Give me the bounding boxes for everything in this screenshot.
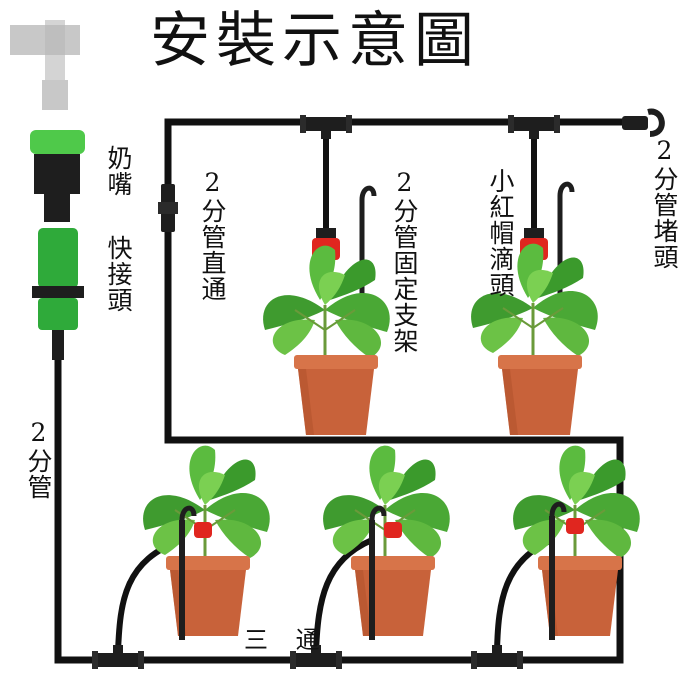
plant-pot-icon	[261, 242, 600, 435]
label-main-pipe: 2分管	[24, 418, 53, 500]
label-red-cap-dripper: 小紅帽滴頭	[486, 168, 515, 298]
end-plug-icon	[622, 108, 665, 137]
plant-pot-icon	[141, 444, 642, 636]
label-straight-connector: 2分管直通	[198, 168, 227, 302]
diagram-title: 安裝示意圖	[150, 6, 480, 76]
stake-icon	[179, 501, 584, 640]
quick-connector-icon	[30, 130, 85, 360]
label-end-plug: 2分管堵頭	[650, 136, 679, 270]
label-nipple: 奶嘴	[104, 145, 133, 197]
label-tee: 三 通	[244, 626, 330, 654]
faucet-icon	[10, 20, 80, 110]
label-quick-connector: 快接頭	[104, 235, 133, 313]
label-fixed-stake: 2分管固定支架	[390, 168, 419, 354]
straight-connector-icon	[158, 184, 178, 232]
